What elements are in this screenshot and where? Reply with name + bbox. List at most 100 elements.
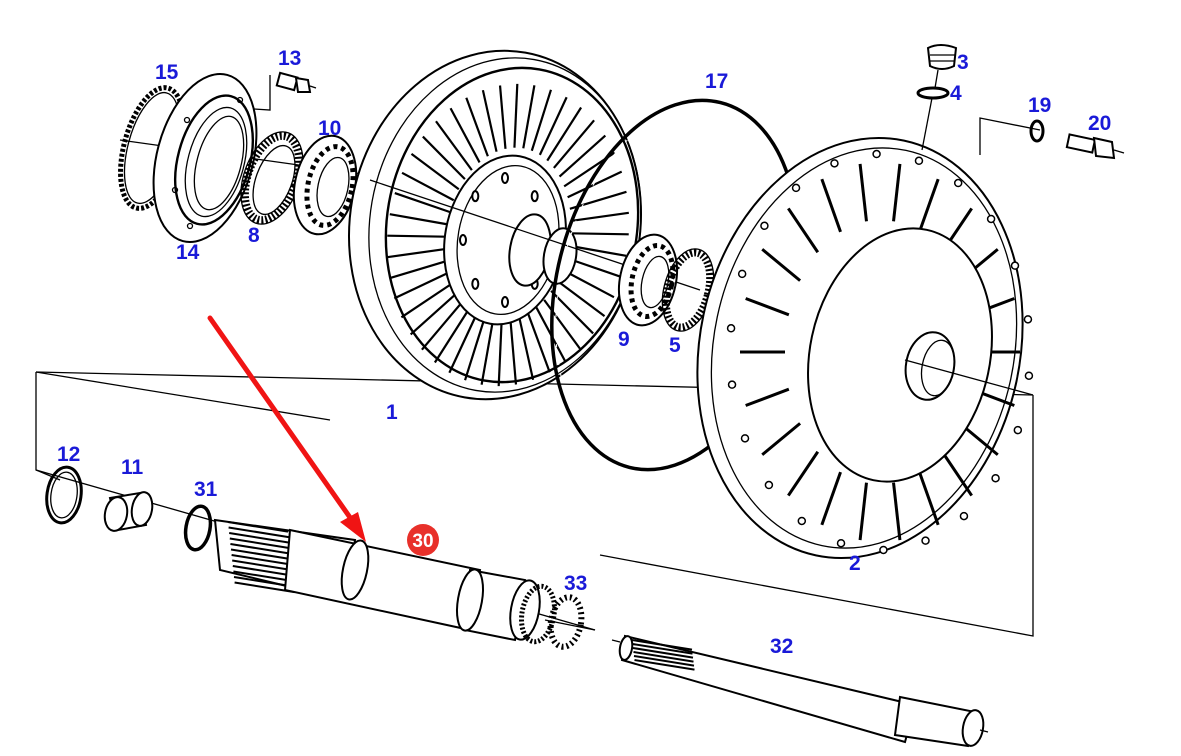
turbine-blade xyxy=(553,119,595,169)
hub-hole xyxy=(471,190,480,203)
housing-vane xyxy=(858,163,868,222)
turbine-blade xyxy=(433,308,470,364)
part-labels: 15 13 10 14 8 17 3 4 19 20 9 5 1 2 12 11… xyxy=(57,47,1111,658)
housing-bolt-hole xyxy=(879,545,888,555)
spline-tooth xyxy=(232,565,293,577)
turbine-blade xyxy=(409,292,458,336)
spline-tooth xyxy=(631,639,693,651)
label-15[interactable]: 15 xyxy=(155,61,179,84)
leader-line xyxy=(921,97,933,151)
turbine-blade xyxy=(421,301,463,351)
turbine-blade xyxy=(400,282,453,319)
housing-vane xyxy=(918,471,940,526)
housing-bolt-hole xyxy=(727,380,737,389)
turbine-blade xyxy=(522,85,536,149)
spline-tooth xyxy=(232,559,293,572)
part-4-sealing-ring[interactable] xyxy=(916,86,950,100)
housing-vane xyxy=(745,297,790,317)
turbine-blade xyxy=(465,97,489,157)
housing-bolt-hole xyxy=(797,516,807,526)
turbine-blade xyxy=(422,135,466,180)
turbine-blade xyxy=(570,232,629,236)
part-3-plug[interactable] xyxy=(926,44,958,70)
housing-vane xyxy=(787,450,820,497)
turbine-blade xyxy=(556,279,606,318)
label-10[interactable]: 10 xyxy=(318,117,341,140)
label-4[interactable]: 4 xyxy=(950,82,962,105)
spline-tooth xyxy=(233,570,294,583)
spline-tooth xyxy=(632,643,693,655)
housing-vane xyxy=(820,471,842,526)
spline-tooth xyxy=(227,521,289,533)
highlight-pointer-arrow xyxy=(207,315,366,542)
part-19-washer[interactable] xyxy=(1029,119,1045,143)
turbine-blade xyxy=(387,234,446,238)
housing-bolt-hole xyxy=(1010,261,1020,270)
spline-tooth xyxy=(230,548,292,561)
label-31[interactable]: 31 xyxy=(194,478,218,501)
label-32[interactable]: 32 xyxy=(770,635,793,658)
hub-hole xyxy=(471,277,480,290)
part-20-bolt[interactable] xyxy=(1065,133,1125,160)
label-11[interactable]: 11 xyxy=(121,456,144,479)
housing-bolt-hole xyxy=(836,538,846,548)
label-19[interactable]: 19 xyxy=(1028,94,1051,117)
part-12-circlip[interactable] xyxy=(43,465,84,525)
turbine-blade xyxy=(480,321,494,385)
leader-line xyxy=(934,69,939,89)
housing-bolt-hole xyxy=(764,480,774,490)
part-13-bolt[interactable] xyxy=(275,71,317,93)
housing-vane xyxy=(892,482,902,541)
turbine-blade xyxy=(389,260,447,280)
turbine-blade xyxy=(568,244,627,257)
label-3[interactable]: 3 xyxy=(957,51,969,74)
housing-bolt-hole xyxy=(1024,371,1034,380)
label-17[interactable]: 17 xyxy=(705,70,728,93)
turbine-blade xyxy=(530,89,552,152)
housing-bolt-hole xyxy=(830,159,839,168)
label-20[interactable]: 20 xyxy=(1088,112,1111,135)
part-2-converter-housing[interactable] xyxy=(659,107,1060,588)
part-32-splined-shaft[interactable] xyxy=(611,634,989,748)
housing-bolt-hole xyxy=(921,536,930,545)
part-33-needle-bearing[interactable] xyxy=(517,583,596,650)
turbine-blade xyxy=(543,299,581,350)
housing-vane xyxy=(918,178,940,233)
part-11-bushing[interactable] xyxy=(102,491,155,533)
turbine-blade xyxy=(546,106,583,162)
turbine-blade xyxy=(558,134,607,178)
turbine-blade xyxy=(497,322,503,387)
spline-tooth xyxy=(229,532,290,544)
turbine-blade xyxy=(401,171,455,202)
housing-vane xyxy=(745,387,790,407)
label-14[interactable]: 14 xyxy=(176,241,200,264)
part-1-turbine-wheel[interactable] xyxy=(322,27,701,422)
housing-bolt-hole xyxy=(872,149,881,159)
part-31-o-ring[interactable] xyxy=(182,504,213,552)
part-10-ball-bearing[interactable] xyxy=(285,130,364,240)
housing-vane xyxy=(940,450,973,497)
turbine-blade xyxy=(481,89,498,152)
turbine-blade xyxy=(464,318,486,381)
label-30-highlighted[interactable]: 30 xyxy=(407,524,439,556)
label-1[interactable]: 1 xyxy=(386,401,398,424)
label-8[interactable]: 8 xyxy=(248,224,260,247)
spline-tooth xyxy=(632,647,694,659)
spline-tooth xyxy=(633,655,695,667)
label-5[interactable]: 5 xyxy=(669,334,681,357)
housing-bolt-hole xyxy=(726,324,736,333)
spline-tooth xyxy=(228,526,289,539)
housing-vane xyxy=(820,178,842,233)
label-33[interactable]: 33 xyxy=(564,572,587,595)
label-9[interactable]: 9 xyxy=(618,328,630,351)
turbine-blade xyxy=(394,192,451,214)
housing-bolt-hole xyxy=(986,214,996,224)
label-2[interactable]: 2 xyxy=(849,552,861,575)
turbine-blade xyxy=(410,152,460,191)
label-12[interactable]: 12 xyxy=(57,443,80,466)
turbine-blade xyxy=(448,314,478,374)
housing-vane xyxy=(858,482,868,541)
part-30-hollow-shaft[interactable] xyxy=(213,518,544,642)
label-13[interactable]: 13 xyxy=(278,47,301,70)
